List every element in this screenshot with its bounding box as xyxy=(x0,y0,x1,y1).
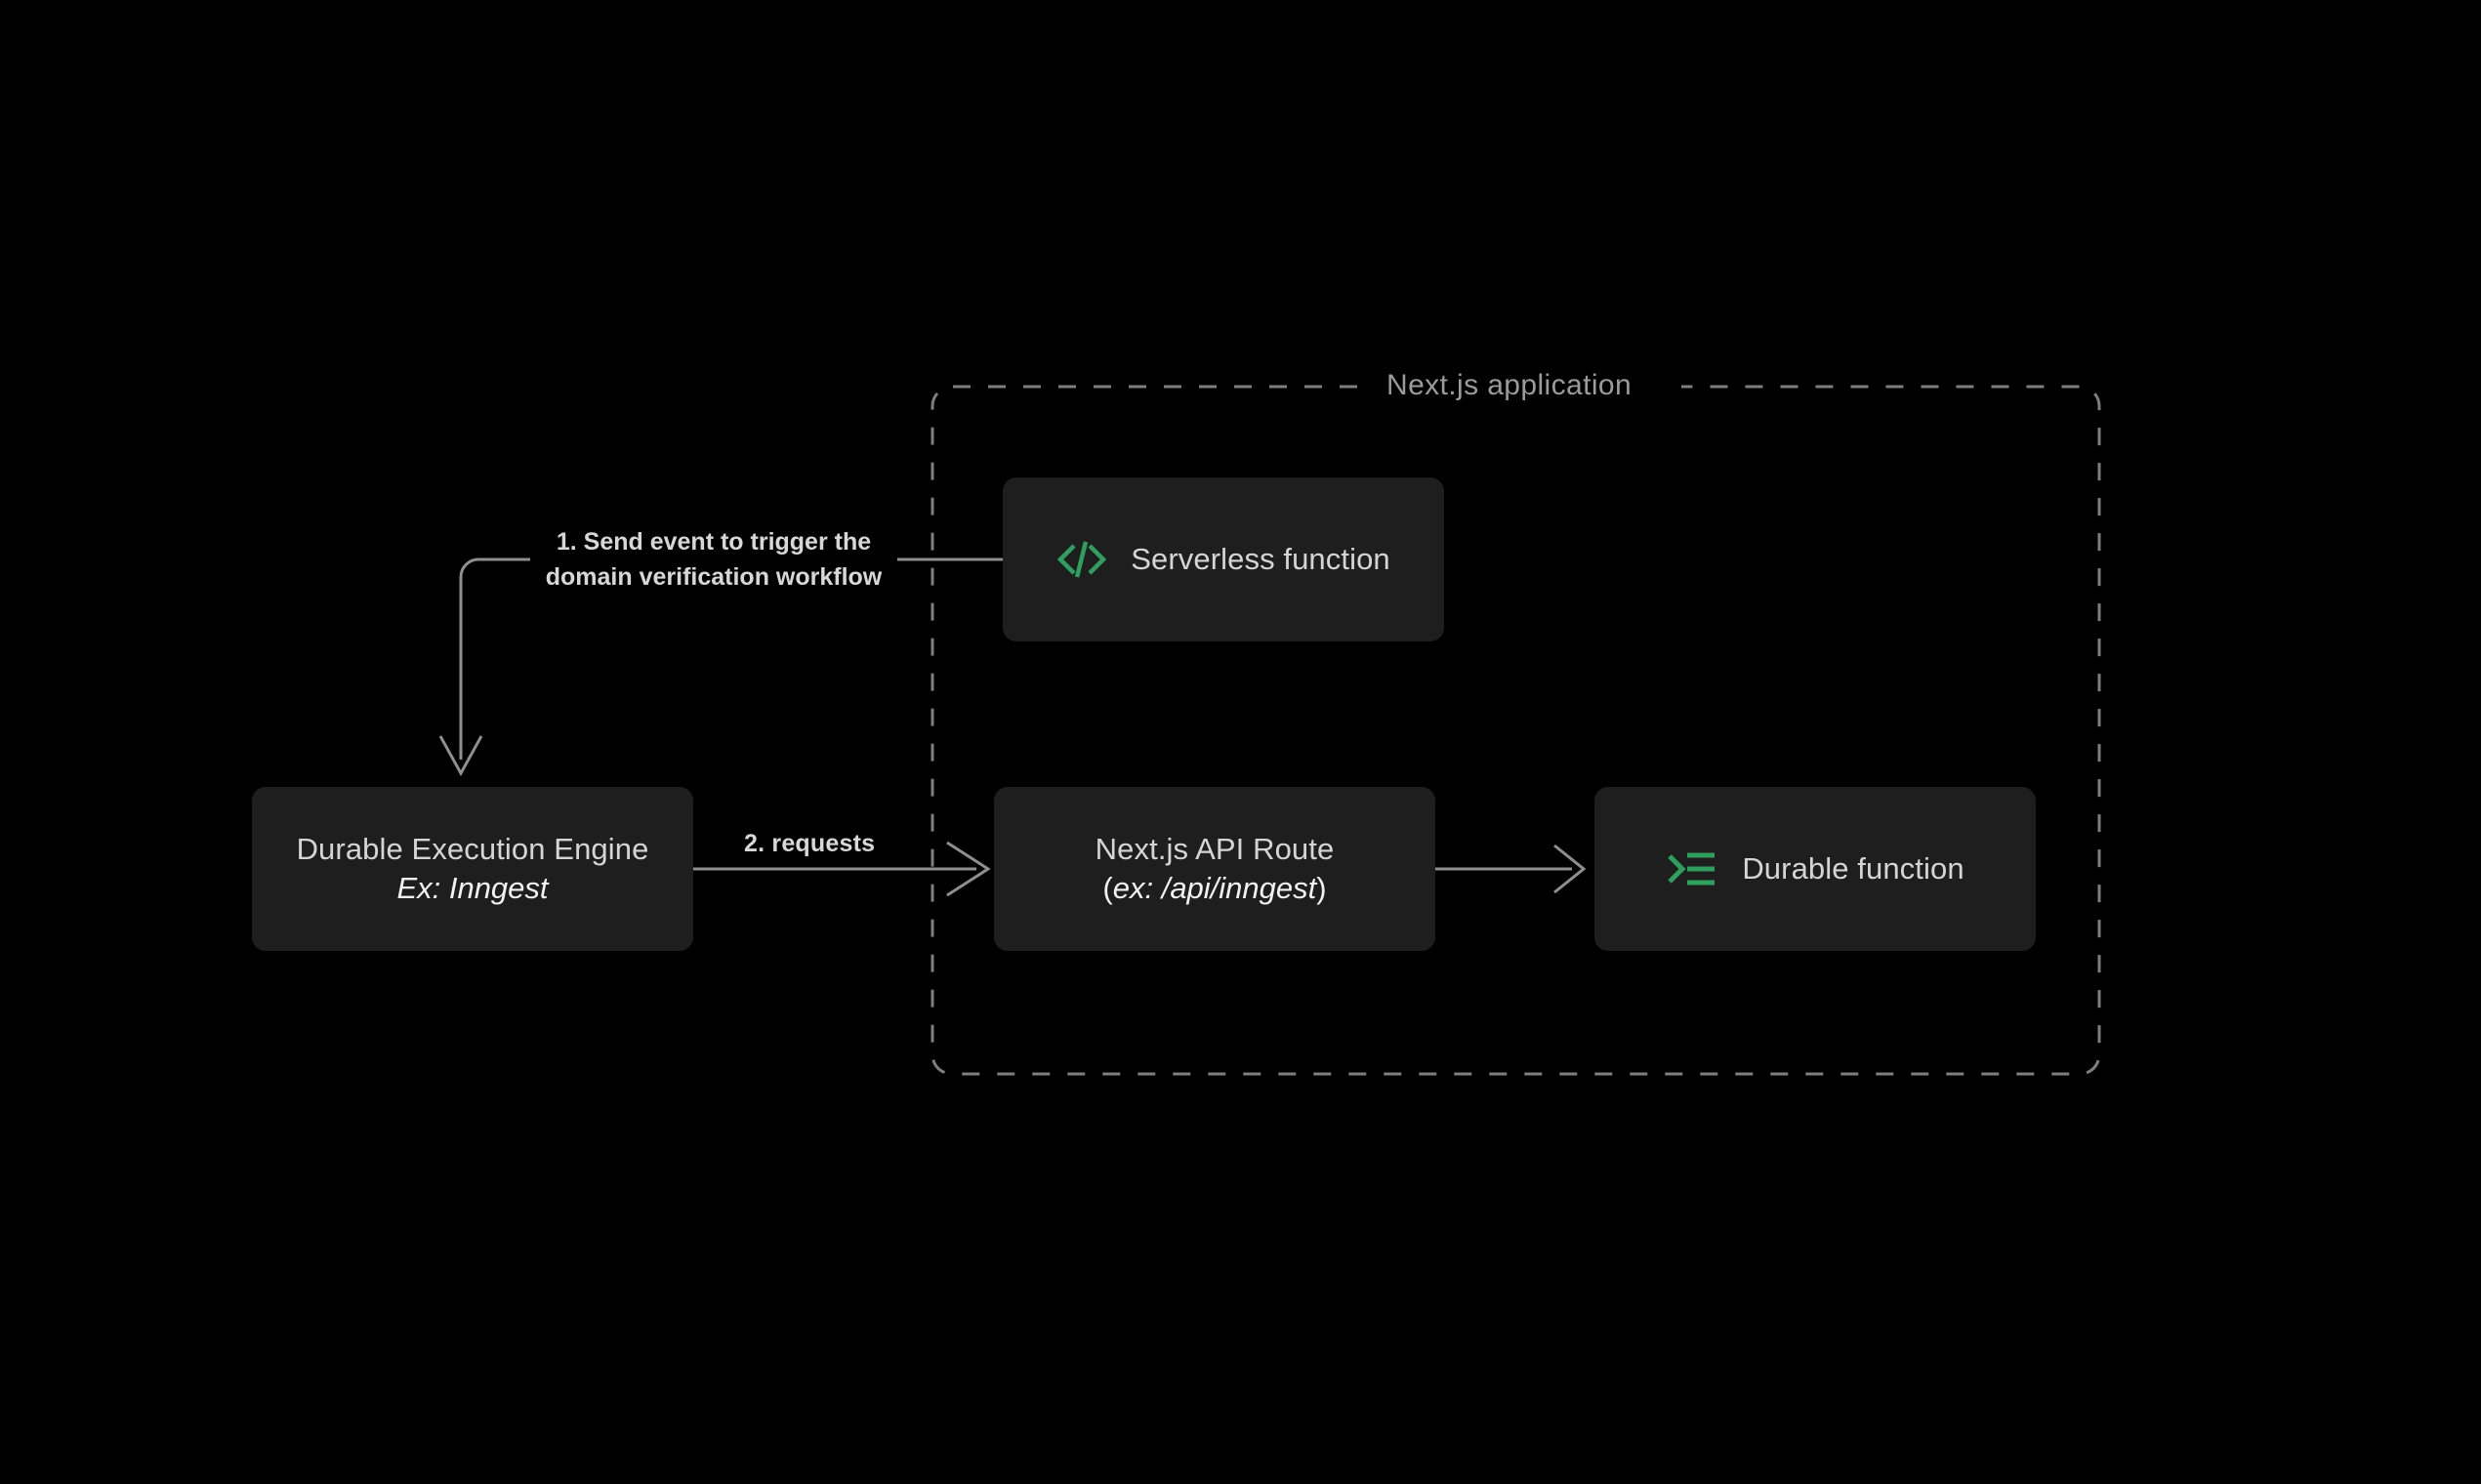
node-serverless-function[interactable]: Serverless function xyxy=(1003,477,1444,641)
node-durable-function-label: Durable function xyxy=(1742,851,1964,886)
terminal-list-icon xyxy=(1666,848,1718,889)
node-nextjs-api-route[interactable]: Next.js API Route (ex: /api/inngest) xyxy=(994,787,1435,951)
edge-step-2-label: 2. requests xyxy=(734,827,886,861)
node-serverless-function-label: Serverless function xyxy=(1131,542,1390,576)
sublabel-text: ex: /api/inngest xyxy=(1112,871,1317,905)
sublabel-open-paren: ( xyxy=(1102,871,1113,905)
node-durable-execution-engine[interactable]: Durable Execution Engine Ex: Inngest xyxy=(252,787,693,951)
node-durable-execution-engine-sublabel: Ex: Inngest xyxy=(396,871,549,905)
group-title: Next.js application xyxy=(1373,369,1646,402)
edge-step-1-label: 1. Send event to trigger the domain veri… xyxy=(530,523,897,597)
node-nextjs-api-route-sublabel: (ex: /api/inngest) xyxy=(1102,869,1326,908)
sublabel-close-paren: ) xyxy=(1316,871,1327,905)
node-nextjs-api-route-label: Next.js API Route xyxy=(1095,832,1335,867)
node-durable-function[interactable]: Durable function xyxy=(1594,787,2036,951)
edge-step-1-label-line2: domain verification workflow xyxy=(545,562,883,591)
code-brackets-icon xyxy=(1056,538,1107,581)
node-durable-execution-engine-label: Durable Execution Engine xyxy=(296,832,649,867)
edge-step-1-label-line1: 1. Send event to trigger the xyxy=(556,528,872,556)
edge-route-to-function-path xyxy=(1435,844,1587,894)
